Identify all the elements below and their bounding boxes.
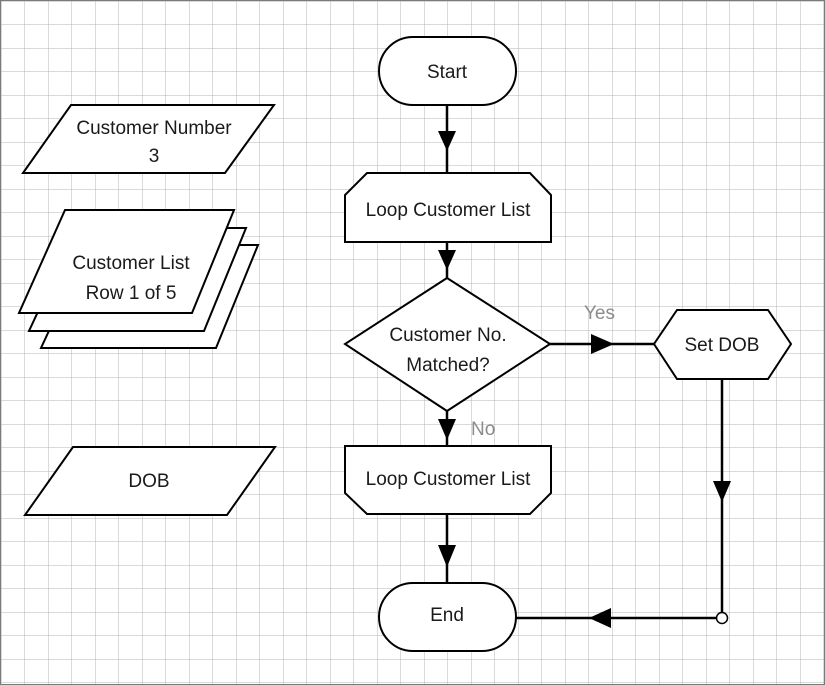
loop-end-shape[interactable]: Loop Customer List bbox=[344, 445, 552, 515]
junction-point bbox=[715, 611, 729, 625]
start-terminator[interactable]: Start bbox=[378, 36, 517, 106]
end-label: End bbox=[430, 605, 464, 626]
arrowhead-down bbox=[438, 545, 456, 567]
customer-list-row-label: Row 1 of 5 bbox=[86, 283, 177, 304]
customer-number-label: Customer Number bbox=[76, 118, 232, 139]
arrowhead-down bbox=[438, 419, 456, 440]
yes-edge-label: Yes bbox=[584, 303, 615, 324]
loop-bottom-label: Loop Customer List bbox=[366, 469, 531, 490]
customer-number-data-shape[interactable]: Customer Number 3 bbox=[21, 104, 276, 174]
arrowhead-right bbox=[591, 334, 614, 354]
set-dob-label: Set DOB bbox=[685, 335, 760, 356]
arrowhead-down bbox=[438, 131, 456, 151]
decision-label-line2: Matched? bbox=[406, 355, 489, 376]
set-dob-preparation-shape[interactable]: Set DOB bbox=[652, 309, 793, 380]
connector-loop-to-end bbox=[438, 514, 456, 583]
start-label: Start bbox=[427, 62, 468, 83]
customer-list-multi-data-shape[interactable]: Customer List Row 1 of 5 bbox=[17, 209, 260, 349]
dob-label: DOB bbox=[128, 471, 169, 492]
dob-data-shape[interactable]: DOB bbox=[23, 446, 277, 516]
loop-start-shape[interactable]: Loop Customer List bbox=[344, 172, 552, 243]
connector-loop-to-decision bbox=[438, 242, 456, 278]
connector-start-to-loop bbox=[438, 105, 456, 173]
end-terminator[interactable]: End bbox=[378, 582, 517, 652]
customer-number-value: 3 bbox=[149, 146, 160, 167]
decision-label-line1: Customer No. bbox=[389, 325, 506, 346]
arrowhead-down bbox=[438, 250, 456, 270]
arrowhead-down bbox=[713, 481, 731, 502]
decision-diamond[interactable]: Customer No. Matched? bbox=[343, 276, 552, 413]
no-edge-label: No bbox=[471, 419, 495, 440]
loop-top-label: Loop Customer List bbox=[366, 200, 531, 221]
connector-decision-no bbox=[438, 411, 456, 446]
connector-decision-yes bbox=[550, 334, 654, 354]
connector-setdob-to-end bbox=[516, 379, 731, 628]
arrowhead-left bbox=[589, 608, 611, 628]
customer-list-label: Customer List bbox=[72, 253, 190, 274]
